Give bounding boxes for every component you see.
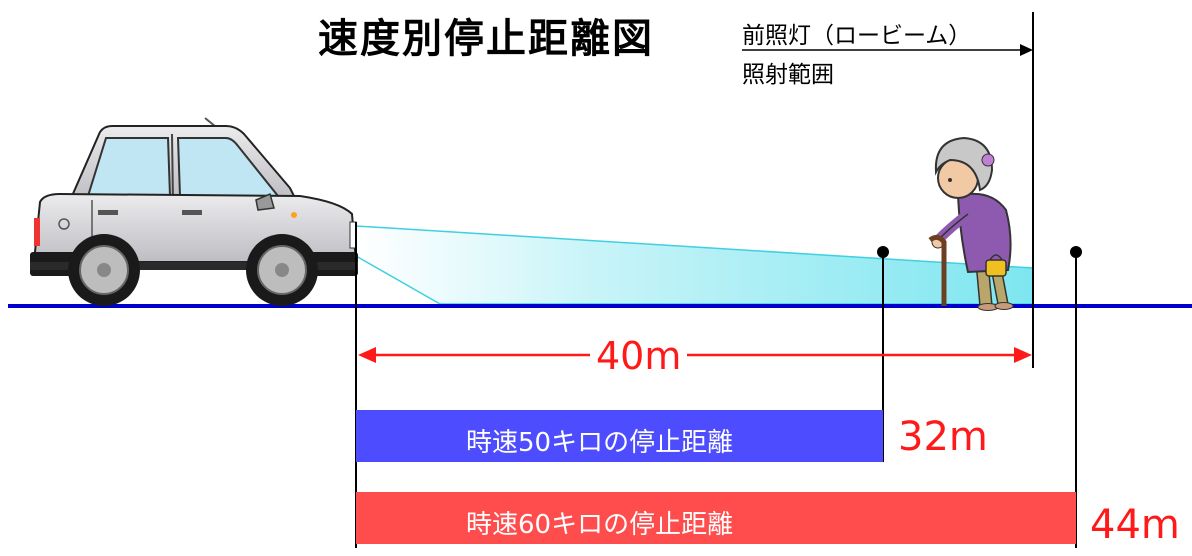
stopping-distance-32m: 32m [898,414,988,460]
distance-label-40m: 40m [590,334,688,378]
distance-arrow-40m [358,347,1032,363]
headlight-label-line2: 照射範囲 [742,62,834,88]
stopping-bar-50kmh [356,410,883,462]
stopping-bar-50kmh-label: 時速50キロの停止距離 [466,428,734,458]
stopping-bar-60kmh-label: 時速60キロの停止距離 [466,510,734,540]
page-title: 速度別停止距離図 [318,16,654,62]
elderly-pedestrian-icon [928,136,1014,311]
headlight-label-line1: 前照灯（ロービーム） [742,23,972,49]
stopping-distance-44m: 44m [1090,502,1180,548]
headlight-range-indicator [742,12,1034,368]
car-icon [30,117,358,306]
stopping-bar-60kmh [356,492,1076,544]
